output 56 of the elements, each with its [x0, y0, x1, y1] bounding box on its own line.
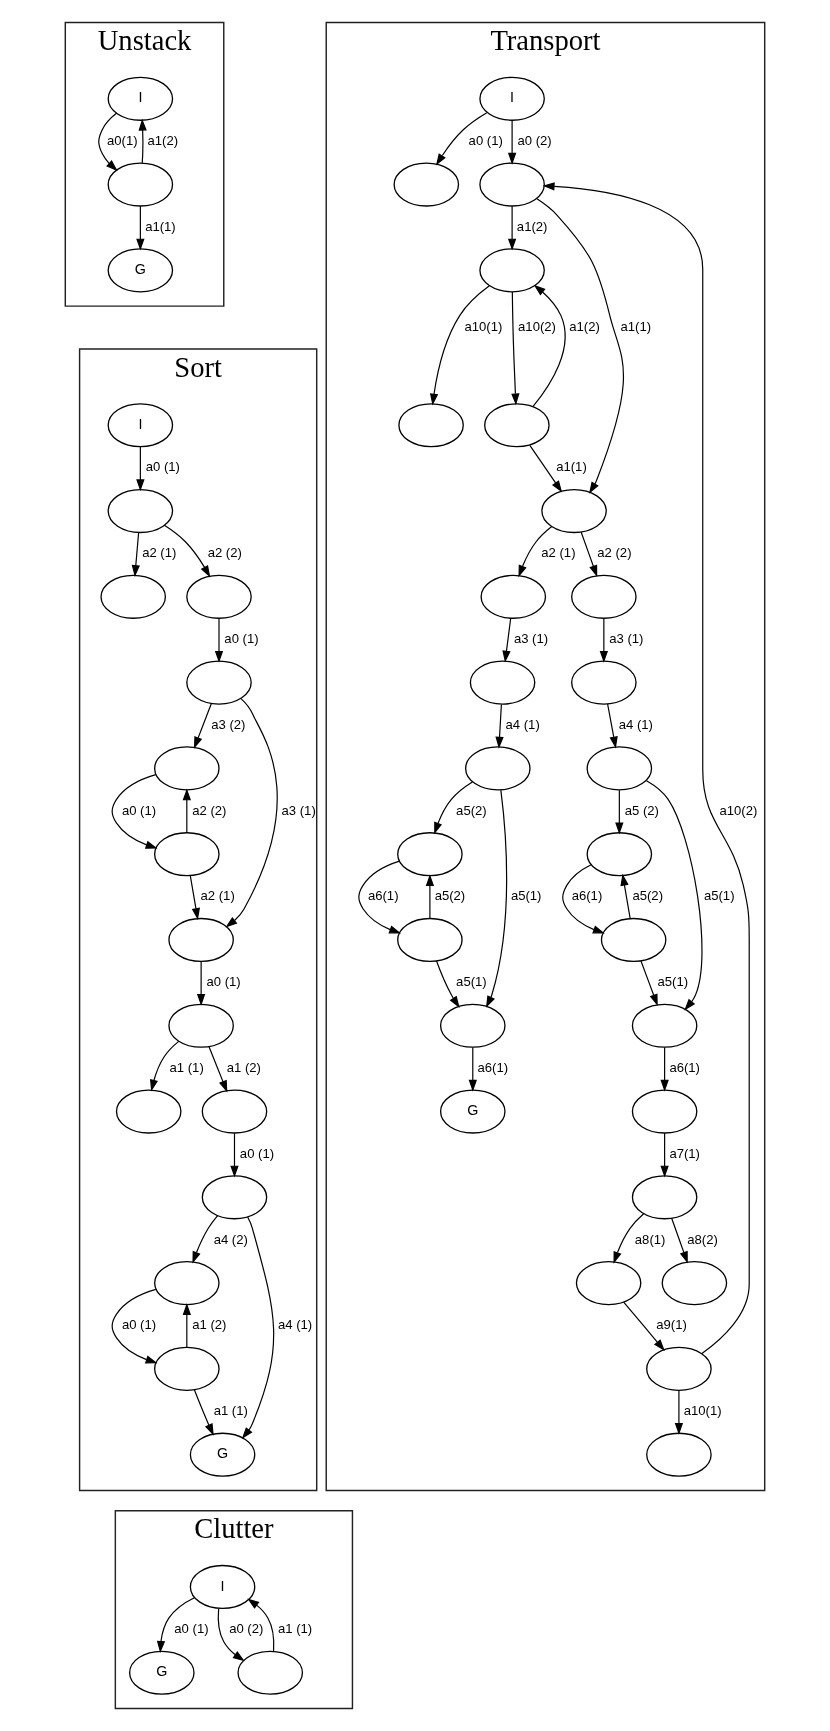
edge-label: a6(1): [669, 1059, 700, 1075]
edge-label: a5(2): [456, 802, 487, 818]
edge-label: a1(2): [569, 318, 600, 334]
edge-label: a0 (1): [121, 802, 157, 818]
edge-label: a0 (1): [145, 459, 180, 475]
edge-label: a0 (1): [206, 974, 241, 990]
edge-label: a0 (1): [121, 1317, 157, 1333]
edge-label: a0 (1): [174, 1621, 209, 1637]
edge-label: a2 (1): [142, 545, 177, 561]
edge-label: a10(2): [719, 802, 758, 818]
edge-label: a1(2): [516, 218, 548, 234]
edge-label: a0 (2): [517, 133, 552, 149]
edge-label: a1 (1): [277, 1621, 313, 1637]
edge-label: a5(1): [510, 888, 542, 904]
edge-label: a5(1): [456, 974, 487, 990]
edge-label: a5(2): [434, 888, 466, 904]
edge-label: a6(1): [367, 888, 399, 904]
edge-label: a10(1): [464, 318, 503, 334]
edge-label: a5 (2): [624, 802, 659, 818]
edge-label: a2 (2): [597, 545, 632, 561]
edge-label: a1 (2): [226, 1059, 261, 1075]
edge-label: a4 (1): [505, 716, 540, 732]
edge-label: a0(1): [107, 133, 138, 149]
edge-label: a1(1): [145, 218, 176, 234]
edge-label: a3 (1): [609, 631, 644, 647]
edge-label: a6(1): [477, 1059, 509, 1075]
edge-label: a6(1): [571, 888, 603, 904]
edge-label: a1 (1): [213, 1403, 248, 1419]
edge-label: a0 (1): [468, 133, 503, 149]
edge-label: a3 (1): [513, 631, 549, 647]
edge-label: a5(2): [632, 888, 664, 904]
edge-label: a1 (2): [192, 1317, 227, 1333]
edge-label: a5(1): [703, 888, 735, 904]
edge-label: a8(2): [687, 1231, 718, 1247]
edge-label: a4 (1): [618, 716, 653, 732]
edge-label: a2 (1): [200, 888, 235, 904]
edge-label: a0 (2): [229, 1621, 264, 1637]
edge-label: a0 (1): [224, 631, 259, 647]
edge-label: a3 (1): [281, 802, 316, 818]
edge-label: a2 (1): [541, 545, 576, 561]
edge-label: a7(1): [669, 1145, 700, 1161]
edge-label: a5(1): [657, 974, 689, 990]
edge-label: a1(2): [147, 133, 179, 149]
edge-label: a4 (1): [277, 1317, 313, 1333]
edge-label: a1(1): [556, 459, 587, 475]
edge-label: a1 (1): [169, 1059, 204, 1075]
edge-label: a0 (1): [239, 1145, 275, 1161]
edge-label: a2 (2): [192, 802, 227, 818]
edge-label: a4 (2): [213, 1231, 248, 1247]
edge-label: a3 (2): [211, 716, 246, 732]
edge-label: a10(1): [683, 1403, 722, 1419]
edge-label: a8(1): [634, 1231, 666, 1247]
edge-label: a2 (2): [207, 545, 242, 561]
edge-label: a1(1): [620, 318, 652, 334]
edge-label: a9(1): [656, 1317, 687, 1333]
edge-label: a10(2): [518, 318, 556, 334]
